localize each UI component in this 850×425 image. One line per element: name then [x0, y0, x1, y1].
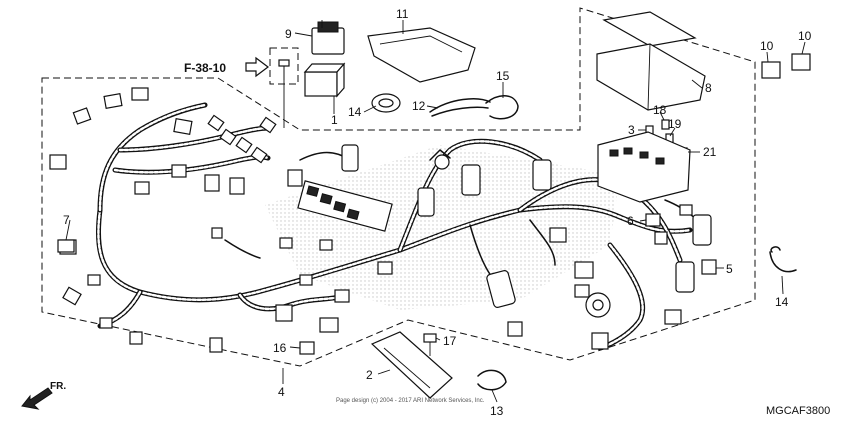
- part-15-grommet-inner: [378, 98, 394, 108]
- forward-label: FR.: [50, 381, 66, 392]
- callout-8: 8: [705, 81, 712, 95]
- diagram-code: MGCAF3800: [766, 405, 830, 417]
- thin-wire: [529, 219, 556, 266]
- callout-21: 21: [703, 145, 717, 159]
- part-19-fuse: [661, 119, 670, 130]
- leader-lines: [65, 20, 806, 403]
- part-16-clamp: [485, 95, 519, 120]
- callout-12: 12: [412, 99, 426, 113]
- callout-2: 2: [366, 368, 373, 382]
- callout-10-right: 10: [798, 29, 812, 43]
- callout-11: 11: [396, 7, 409, 21]
- part-13-band: [477, 369, 507, 391]
- part-10-relay-right: [791, 53, 811, 71]
- callout-6: 6: [627, 214, 634, 228]
- callout-9: 9: [285, 27, 292, 41]
- callout-20: 19: [668, 117, 682, 131]
- callout-7: 7: [63, 213, 70, 227]
- harness-group-frame: [41, 7, 756, 367]
- callout-15: 14: [348, 105, 362, 119]
- callout-1: 1: [331, 113, 338, 127]
- callout-10-left: 10: [760, 39, 774, 53]
- part-5-connector: [701, 259, 717, 275]
- part-1-relay-box: [303, 62, 346, 98]
- callout-4: 4: [278, 385, 285, 399]
- callout-5: 5: [726, 262, 733, 276]
- part-9-relay: [311, 21, 345, 55]
- harness-connectors: [49, 87, 693, 353]
- part-2-ecu: [370, 331, 453, 399]
- callout-18: 17: [443, 334, 457, 348]
- watermark-dot-field: [265, 145, 620, 310]
- part-17-clip: [299, 341, 315, 355]
- reference-label: F-38-10: [184, 61, 226, 75]
- part-6-connector: [645, 213, 661, 227]
- callout-17: 16: [273, 341, 287, 355]
- callout-16: 15: [496, 69, 510, 83]
- cylinder-components: [341, 144, 712, 318]
- part-10-relay-left: [761, 61, 781, 79]
- thin-wire: [429, 149, 451, 161]
- reference-arrow: [245, 56, 269, 78]
- callout-13: 13: [490, 404, 504, 418]
- part-12-clamp: [429, 98, 491, 117]
- center-connector-block: [297, 180, 393, 232]
- part-14-clip: [769, 246, 797, 273]
- part-8-fuse-box-cover: [596, 11, 706, 111]
- part-18-bolt: [423, 333, 437, 356]
- callout-3: 3: [628, 123, 635, 137]
- callout-19: 18: [653, 103, 667, 117]
- fuse-box: [597, 131, 691, 203]
- part-7-connector: [57, 239, 75, 253]
- thin-wire: [224, 239, 261, 259]
- forward-arrow: FR.: [21, 381, 66, 410]
- callouts: 9 1 11 14 12 15 8 10 10 18 3 19 21 6 5 1…: [63, 7, 812, 418]
- copyright-text: Page design (c) 2004 - 2017 ARI Network …: [336, 398, 485, 404]
- callout-14: 14: [775, 295, 789, 309]
- part-11-cover: [367, 27, 476, 83]
